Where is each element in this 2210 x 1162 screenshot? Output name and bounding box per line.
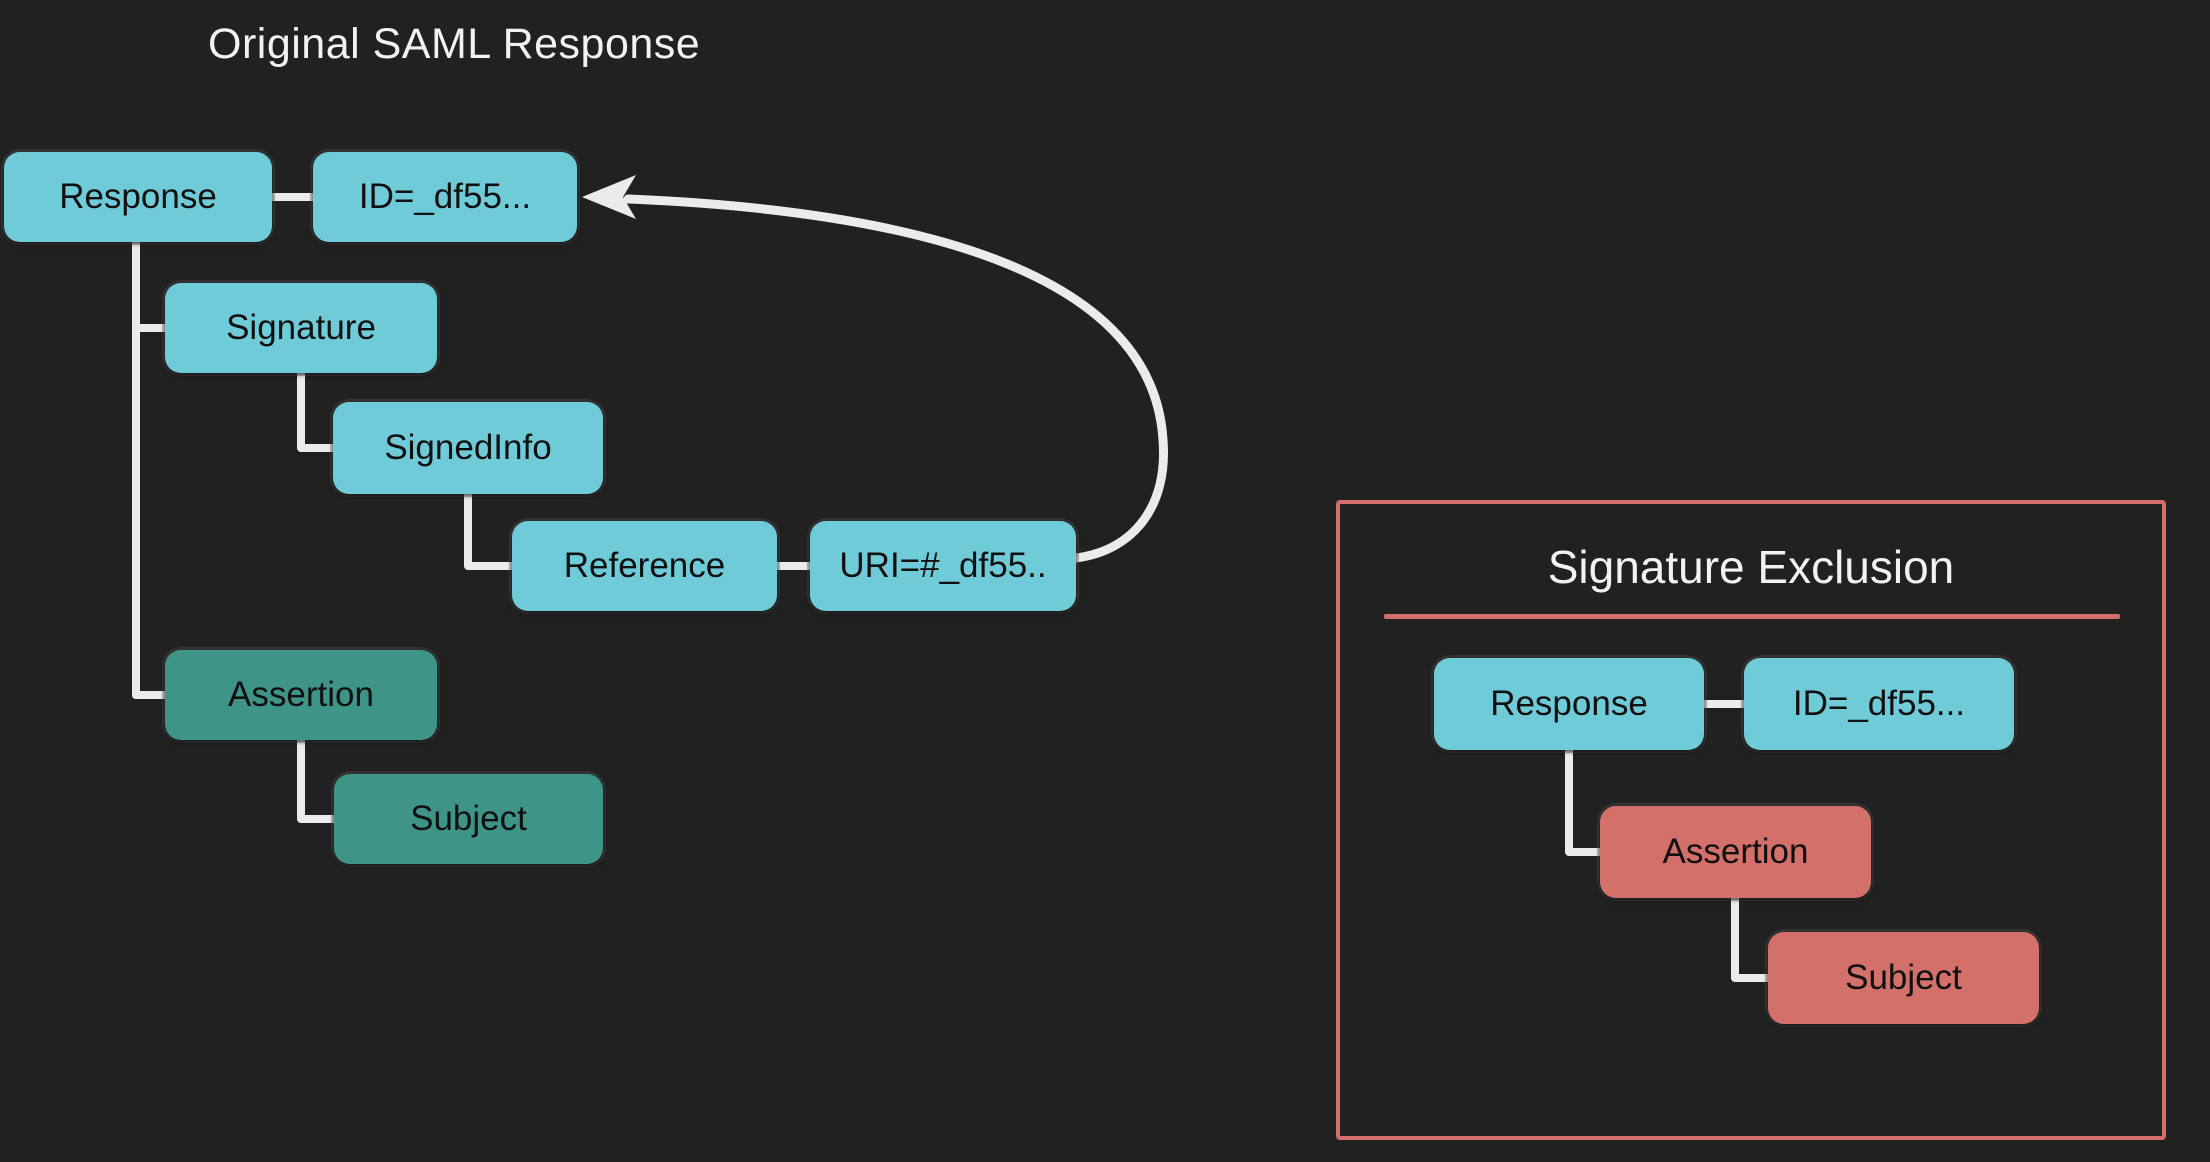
node-reference: Reference (512, 521, 777, 611)
panel-node-subject: Subject (1768, 932, 2039, 1024)
node-response: Response (4, 152, 272, 242)
uri-to-id-arrow (623, 194, 1168, 563)
node-assertion: Assertion (165, 650, 437, 740)
signature-exclusion-panel: Signature Exclusion (1336, 500, 2166, 1140)
connector-signedinfo-reference (464, 490, 518, 570)
node-id-attribute: ID=_df55... (313, 152, 577, 242)
connector-assertion-subject (297, 736, 340, 823)
left-diagram-title: Original SAML Response (208, 20, 701, 68)
node-subject: Subject (334, 774, 603, 864)
node-signature: Signature (165, 283, 437, 373)
panel-title: Signature Exclusion (1547, 541, 1955, 593)
panel-node-response: Response (1434, 658, 1704, 750)
node-uri-attribute: URI=#_df55.. (810, 521, 1076, 611)
arrowhead-icon (582, 175, 636, 219)
panel-node-assertion: Assertion (1600, 806, 1871, 898)
connector-signature-signedinfo (297, 369, 339, 452)
panel-node-id-attribute: ID=_df55... (1744, 658, 2014, 750)
node-signedinfo: SignedInfo (333, 402, 603, 494)
panel-title-underline (1384, 614, 2120, 619)
